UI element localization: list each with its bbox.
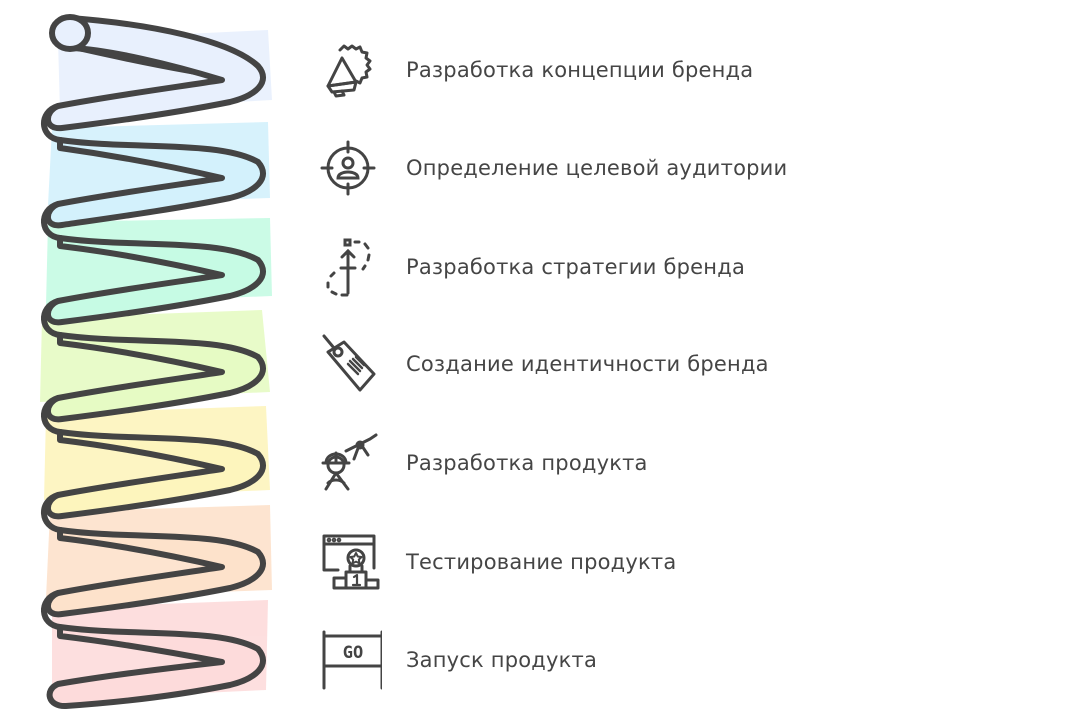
step-1: Разработка концепции бренда [320,40,753,100]
megaphone-badge-icon [320,40,384,100]
step-2: Определение целевой аудитории [320,138,787,198]
award-podium-window-icon [320,532,384,592]
step-label: Запуск продукта [406,648,598,672]
target-user-icon [320,138,384,198]
price-tag-icon [320,334,384,394]
step-4: Создание идентичности бренда [320,334,769,394]
svg-text:GO: GO [343,643,363,663]
step-label: Разработка стратегии бренда [406,255,746,279]
step-label: Разработка продукта [406,451,648,475]
spiral-coil [40,14,272,709]
step-3: Разработка стратегии бренда [320,237,745,297]
step-5: Разработка продукта [320,433,648,493]
step-label: Разработка концепции бренда [406,58,754,82]
step-7: GO Запуск продукта [320,630,597,690]
go-sign-icon: GO [320,630,384,690]
step-label: Тестирование продукта [406,550,677,574]
strategy-arrow-icon [320,237,384,297]
step-label: Определение целевой аудитории [406,156,788,180]
step-label: Создание идентичности бренда [406,352,769,376]
engineer-compass-icon [320,433,384,493]
step-6: Тестирование продукта [320,532,676,592]
